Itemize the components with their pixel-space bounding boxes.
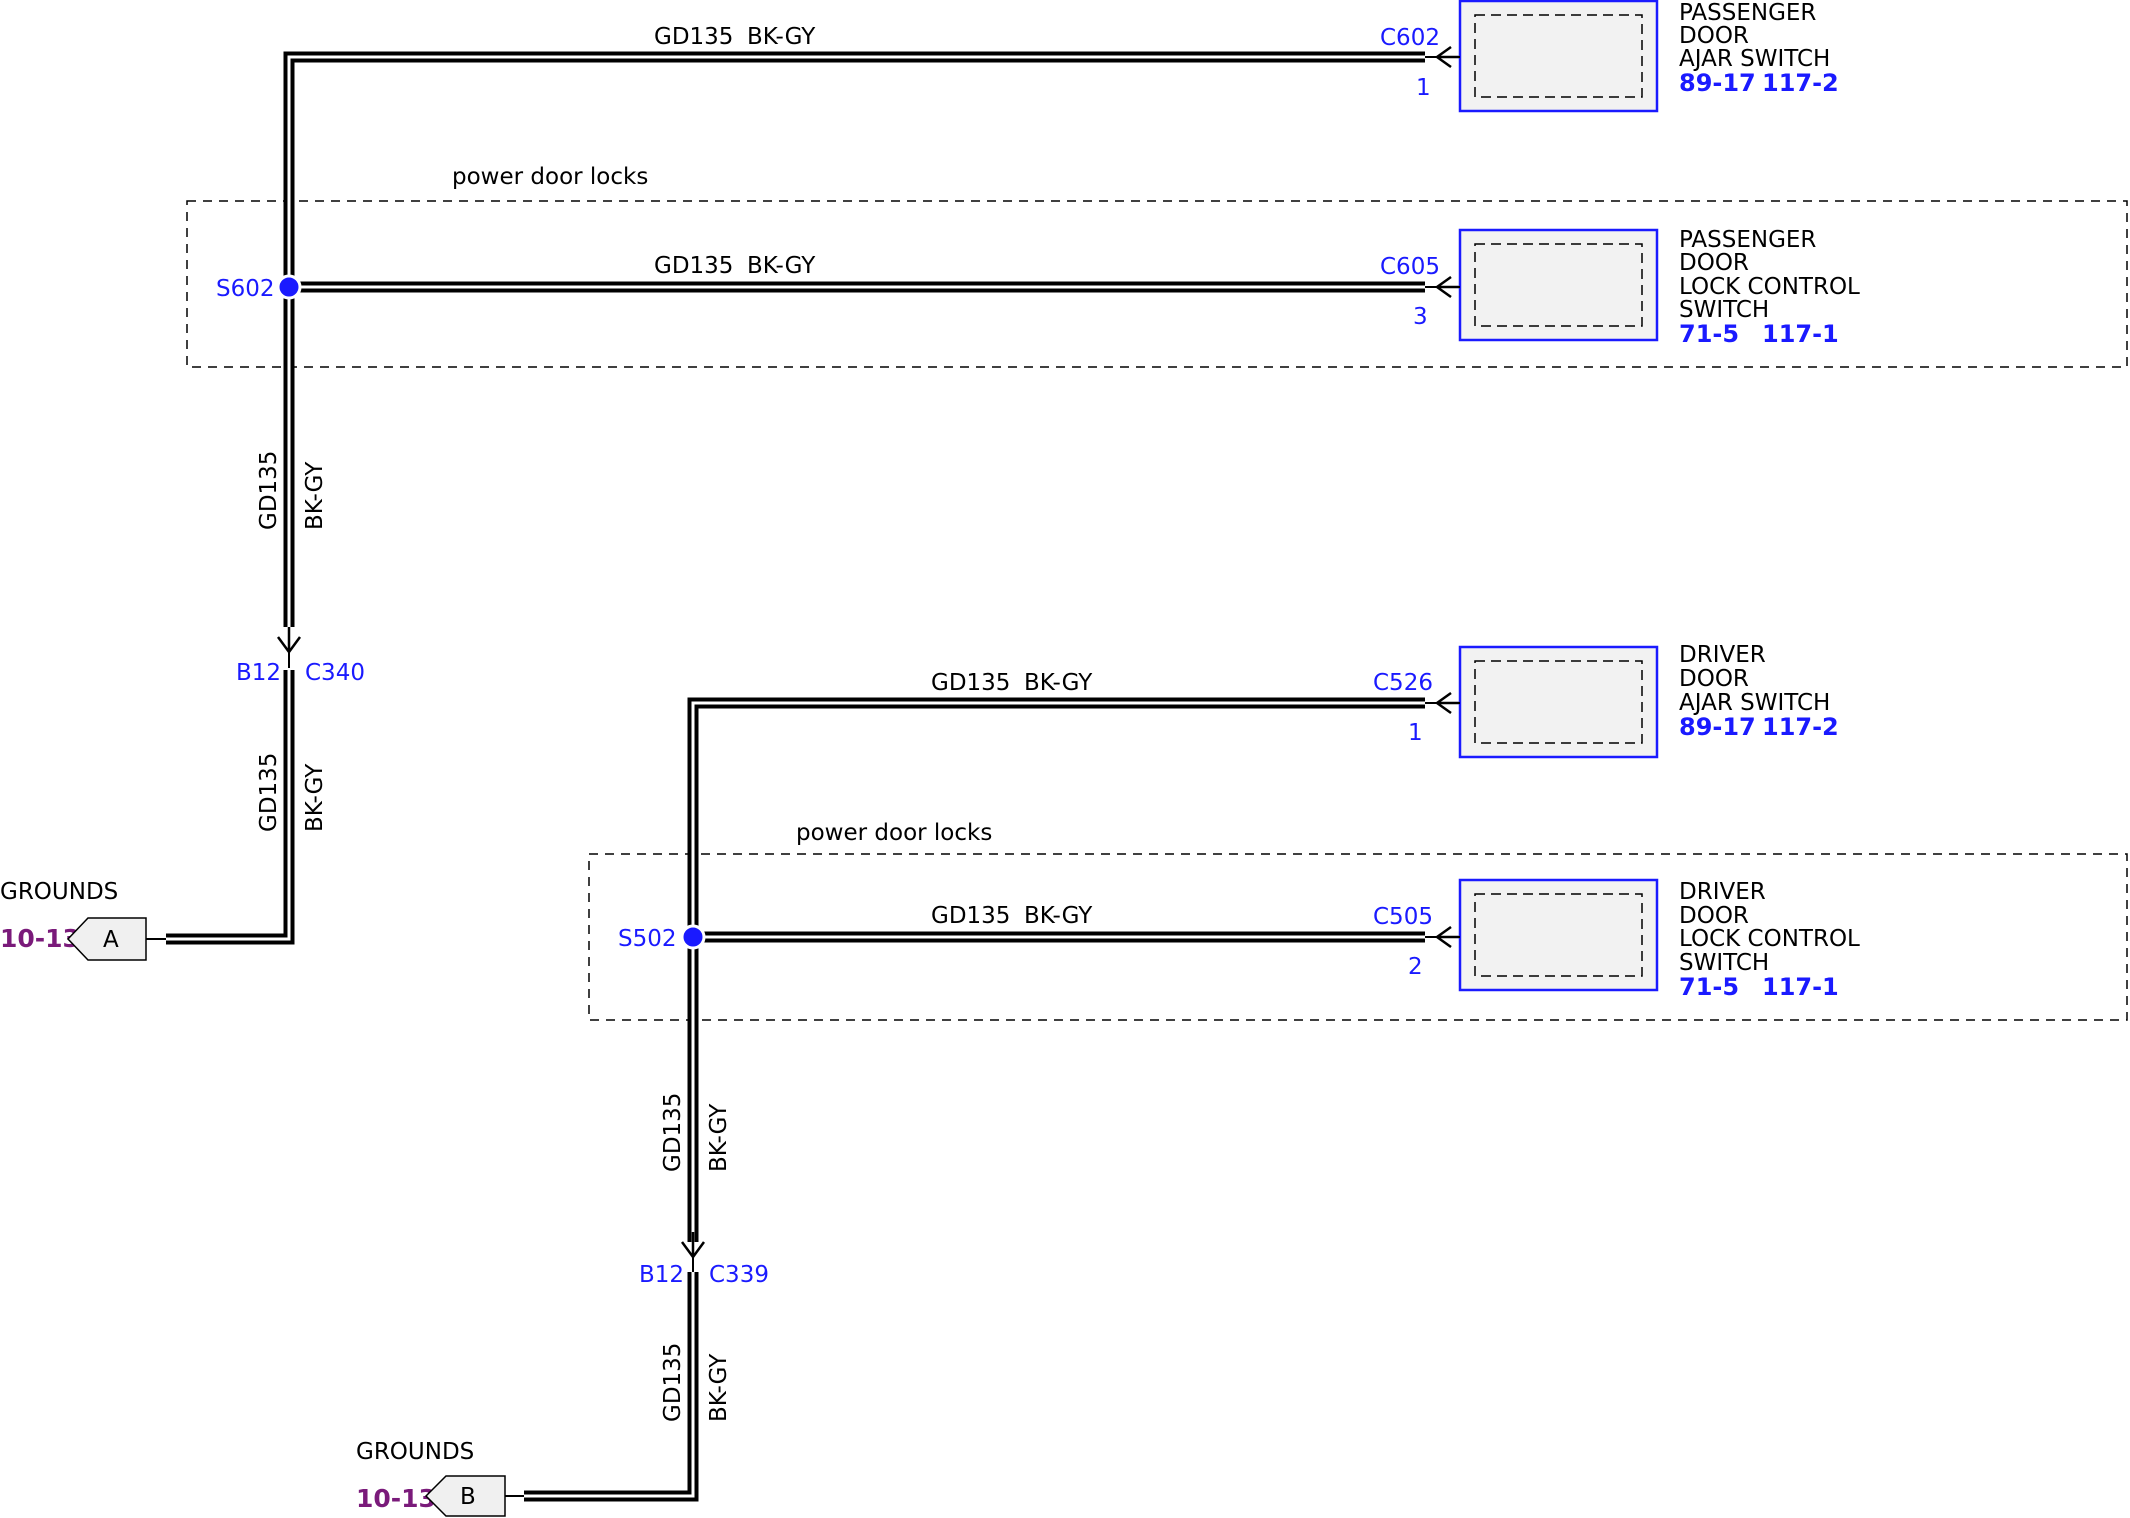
svg-text:GD135: GD135	[660, 1343, 686, 1422]
svg-text:BK-GY: BK-GY	[302, 461, 328, 530]
page-ref-link[interactable]: 89-17	[1679, 69, 1756, 97]
area-label-bottom: power door locks	[796, 820, 992, 846]
component-name-line: DOOR	[1679, 23, 1749, 49]
ground-reference-b[interactable]: GROUNDS 10-13 B	[356, 1439, 524, 1517]
grounds-title: GROUNDS	[356, 1439, 474, 1465]
wire-ground-a	[166, 670, 295, 945]
svg-text:BK-GY: BK-GY	[747, 253, 816, 279]
page-ref-link[interactable]: 71-5	[1679, 320, 1739, 348]
c340-pin: B12	[236, 660, 281, 686]
splice-s502-dot	[680, 924, 706, 950]
component-name-line: SWITCH	[1679, 950, 1769, 976]
pin-1-label: 1	[1408, 720, 1423, 746]
svg-text:GD135: GD135	[256, 451, 282, 530]
wire-label-pass-lock: GD135 BK-GY	[654, 253, 816, 279]
component-name-line: LOCK CONTROL	[1679, 274, 1860, 300]
pin-3-label: 3	[1413, 304, 1428, 330]
page-ref-link[interactable]: 71-5	[1679, 973, 1739, 1001]
component-driver-door-ajar-switch[interactable]: C526 1 DRIVER DOOR AJAR SWITCH 89-17 117…	[1373, 642, 1839, 759]
component-name-line: DRIVER	[1679, 879, 1766, 905]
splice-s502-label: S502	[618, 926, 677, 952]
grounds-title: GROUNDS	[0, 879, 118, 905]
page-ref-link[interactable]: 117-2	[1762, 69, 1839, 97]
svg-text:BK-GY: BK-GY	[302, 763, 328, 832]
area-label-top: power door locks	[452, 164, 648, 190]
grounds-page-ref[interactable]: 10-13	[356, 1484, 436, 1513]
pin-2-label: 2	[1408, 954, 1423, 980]
component-name-line: AJAR SWITCH	[1679, 690, 1830, 716]
svg-text:GD135: GD135	[931, 670, 1010, 696]
wire-label-vertical-2: GD135 BK-GY	[256, 753, 328, 832]
component-driver-door-lock-control-switch[interactable]: C505 2 DRIVER DOOR LOCK CONTROL SWITCH 7…	[1373, 878, 1860, 1001]
c339-name: C339	[709, 1262, 769, 1288]
connector-c526-label: C526	[1373, 670, 1433, 696]
page-ref-link[interactable]: 117-2	[1762, 713, 1839, 741]
svg-text:GD135: GD135	[660, 1093, 686, 1172]
svg-text:GD135: GD135	[931, 903, 1010, 929]
svg-text:GD135: GD135	[654, 24, 733, 50]
svg-text:BK-GY: BK-GY	[706, 1103, 732, 1172]
component-name-line: AJAR SWITCH	[1679, 46, 1830, 72]
ground-tag-letter: B	[460, 1484, 476, 1510]
wire-label-drv-ajar: GD135 BK-GY	[931, 670, 1093, 696]
svg-text:GD135: GD135	[654, 253, 733, 279]
svg-text:BK-GY: BK-GY	[747, 24, 816, 50]
connector-c605-label: C605	[1380, 254, 1440, 280]
pin-1-label: 1	[1416, 75, 1431, 101]
component-name-line: PASSENGER	[1679, 227, 1816, 253]
wire-label-pass-ajar: GD135 BK-GY	[654, 24, 816, 50]
page-ref-link[interactable]: 117-1	[1762, 320, 1839, 348]
ground-tag-letter: A	[103, 927, 119, 953]
c339-pin: B12	[639, 1262, 684, 1288]
splice-s602-dot	[276, 274, 302, 300]
component-passenger-door-lock-control-switch[interactable]: C605 3 PASSENGER DOOR LOCK CONTROL SWITC…	[1380, 227, 1860, 348]
wire-ground-b	[524, 1272, 699, 1502]
component-name-line: PASSENGER	[1679, 0, 1816, 26]
wire-label-vertical-3: GD135 BK-GY	[660, 1093, 732, 1172]
component-name-line: SWITCH	[1679, 297, 1769, 323]
wire-pass-ajar	[283, 51, 1425, 627]
page-ref-link[interactable]: 117-1	[1762, 973, 1839, 1001]
page-ref-link[interactable]: 89-17	[1679, 713, 1756, 741]
power-door-locks-area-bottom	[588, 853, 2128, 1021]
component-name-line: DOOR	[1679, 666, 1749, 692]
power-door-locks-area-top	[186, 200, 2128, 368]
component-name-line: DRIVER	[1679, 642, 1766, 668]
c340-name: C340	[305, 660, 365, 686]
grounds-page-ref[interactable]: 10-13	[0, 924, 80, 953]
ground-reference-a[interactable]: GROUNDS 10-13 A	[0, 879, 166, 961]
wire-drv-ajar	[687, 697, 1425, 1242]
wire-label-vertical-4: GD135 BK-GY	[660, 1343, 732, 1422]
component-name-line: DOOR	[1679, 250, 1749, 276]
svg-text:GD135: GD135	[256, 753, 282, 832]
wire-label-vertical-1: GD135 BK-GY	[256, 451, 328, 530]
component-name-line: LOCK CONTROL	[1679, 926, 1860, 952]
inline-connector-c339: B12 C339	[639, 1232, 769, 1288]
svg-text:BK-GY: BK-GY	[1024, 670, 1093, 696]
component-passenger-door-ajar-switch[interactable]: C602 1 PASSENGER DOOR AJAR SWITCH 89-17 …	[1380, 0, 1839, 113]
svg-text:BK-GY: BK-GY	[706, 1353, 732, 1422]
wire-label-drv-lock: GD135 BK-GY	[931, 903, 1093, 929]
connector-c602-label: C602	[1380, 25, 1440, 51]
splice-s602-label: S602	[216, 276, 275, 302]
connector-c505-label: C505	[1373, 904, 1433, 930]
component-name-line: DOOR	[1679, 903, 1749, 929]
svg-text:BK-GY: BK-GY	[1024, 903, 1093, 929]
inline-connector-c340: B12 C340	[236, 627, 365, 686]
